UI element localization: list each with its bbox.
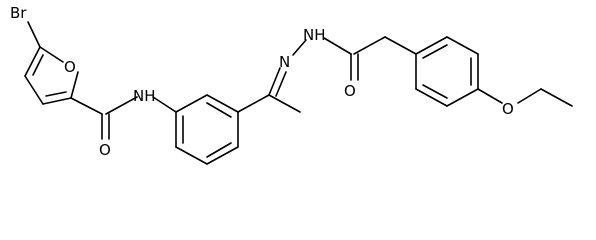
- atom-label-carbonyl-o: O: [344, 82, 356, 100]
- atom-label-amide-o: O: [99, 141, 111, 159]
- atom-label-amide-nh: NH: [133, 87, 156, 105]
- bond-ch2-ring: [384, 36, 417, 55]
- bond-c4-c5-inner: [32, 54, 44, 76]
- bond-ring1-d-inner: [206, 142, 232, 158]
- amide-fragment: [70, 96, 177, 140]
- bond-nh-carbonyl: [323, 37, 352, 55]
- benzene-ring-ethoxyphenyl: [415, 36, 479, 107]
- bond-ring1-b-inner: [206, 102, 232, 118]
- bond-furan-o-c2: [70, 71, 79, 99]
- hydrazone-fragment: [237, 37, 352, 113]
- ethoxy-fragment: [477, 88, 573, 107]
- bond-ring2-e-inner: [422, 84, 448, 99]
- bond-br-c5: [27, 21, 41, 48]
- bond-ring1-d: [206, 146, 239, 165]
- bond-ring2-b: [446, 36, 479, 55]
- bond-c4-c5: [24, 46, 41, 77]
- bond-ring1-e: [175, 146, 208, 165]
- bond-ring-c-imine: [237, 94, 270, 113]
- atom-label-hydrazide-nh: NH: [303, 26, 326, 44]
- chemical-structure-diagram: Br O NH O N NH O O: [10, 4, 573, 165]
- bond-c5-furan-o: [39, 46, 64, 63]
- bond-c2-c3-inner: [45, 91, 67, 97]
- bond-c-methyl: [268, 94, 301, 113]
- atom-label-br: Br: [10, 4, 27, 22]
- atom-labels: Br O NH O N NH O O: [10, 4, 514, 159]
- bond-ring1-b: [206, 94, 239, 113]
- bond-ring1-a: [175, 94, 208, 113]
- bond-ring-ether-o: [477, 88, 503, 104]
- acyl-fragment: [350, 36, 417, 81]
- atom-label-ether-o: O: [502, 100, 514, 118]
- bond-nh-ring: [152, 96, 177, 113]
- bond-ring2-e: [415, 88, 448, 107]
- bond-c-n-double-a: [268, 67, 281, 96]
- bond-ch2-ch3: [540, 88, 573, 107]
- bond-carbonyl2-ch2: [353, 36, 386, 55]
- bromofuran-fragment: [24, 21, 79, 105]
- bond-c3-c4: [24, 75, 44, 105]
- atom-label-imine-n: N: [279, 53, 290, 71]
- bond-c2-carbonyl: [70, 97, 103, 115]
- bond-ring2-d: [446, 88, 479, 107]
- bond-ether-o-ch2: [517, 88, 542, 104]
- bond-ring2-a-inner: [422, 44, 448, 59]
- bond-n-nh: [292, 39, 307, 56]
- bond-ring2-a: [415, 36, 448, 55]
- benzene-ring-central: [175, 94, 239, 165]
- bond-c2-c3: [42, 97, 72, 105]
- atom-label-furan-o: O: [64, 58, 76, 76]
- bond-c-n-double-b: [275, 71, 287, 97]
- bond-carbonyl-nh: [105, 96, 138, 115]
